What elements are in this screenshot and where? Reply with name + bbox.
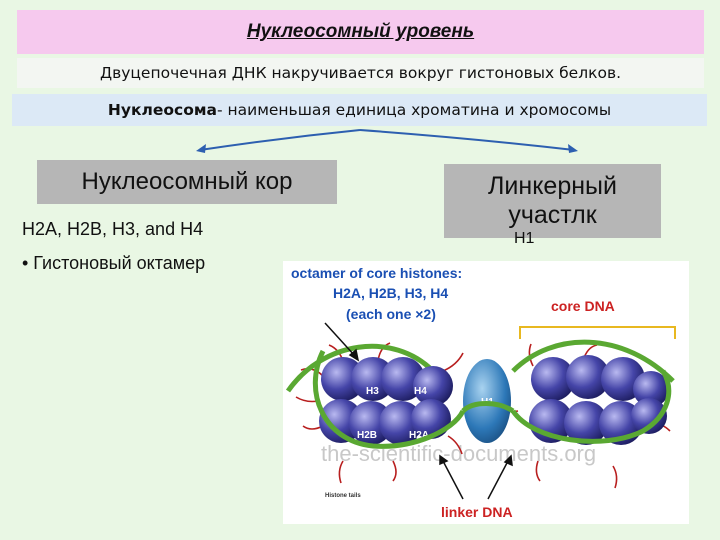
label-h2b: H2B [357,430,377,441]
definition-term: Нуклеосома [107,101,217,119]
nucleosome-figure: the-scientific-documents.org [283,261,689,524]
title-bar: Нуклеосомный уровень [17,10,704,54]
linker-heading-line1: Линкерный [488,172,617,201]
label-h4: H4 [414,386,427,397]
octamer-label-line1: octamer of core histones: [291,265,462,281]
core-heading: Нуклеосомный кор [37,160,337,204]
octamer-label-line2: H2A, H2B, H3, H4 [333,285,448,301]
right-octamer [529,355,669,445]
label-h3: H3 [366,386,379,397]
page-title: Нуклеосомный уровень [246,21,475,42]
left-octamer [319,357,453,445]
linker-dna-label: linker DNA [441,504,513,520]
subtitle: Двуцепочечная ДНК накручивается вокруг г… [17,58,704,88]
definition: Нуклеосома - наименьшая единица хроматин… [12,94,707,126]
core-dna-bracket [519,326,676,339]
definition-text: - наименьшая единица хроматина и хромосо… [216,101,612,119]
linker-heading: Линкерный участлк [444,164,661,238]
h1-partial-label: H1 [514,230,535,247]
core-dna-label: core DNA [551,298,615,314]
core-histones-list: H2A, H2B, H3, and H4 [22,219,204,239]
pointer-arrows [324,322,513,500]
h1-protein [463,359,511,443]
histone-tails-label: Histone tails [325,493,361,499]
label-h2a: H2A [409,430,429,441]
octamer-label-line3: (each one ×2) [346,306,436,322]
linker-heading-line2: участлк [508,201,597,229]
octamer-bullet: • Гистоновый октамер [22,253,206,273]
